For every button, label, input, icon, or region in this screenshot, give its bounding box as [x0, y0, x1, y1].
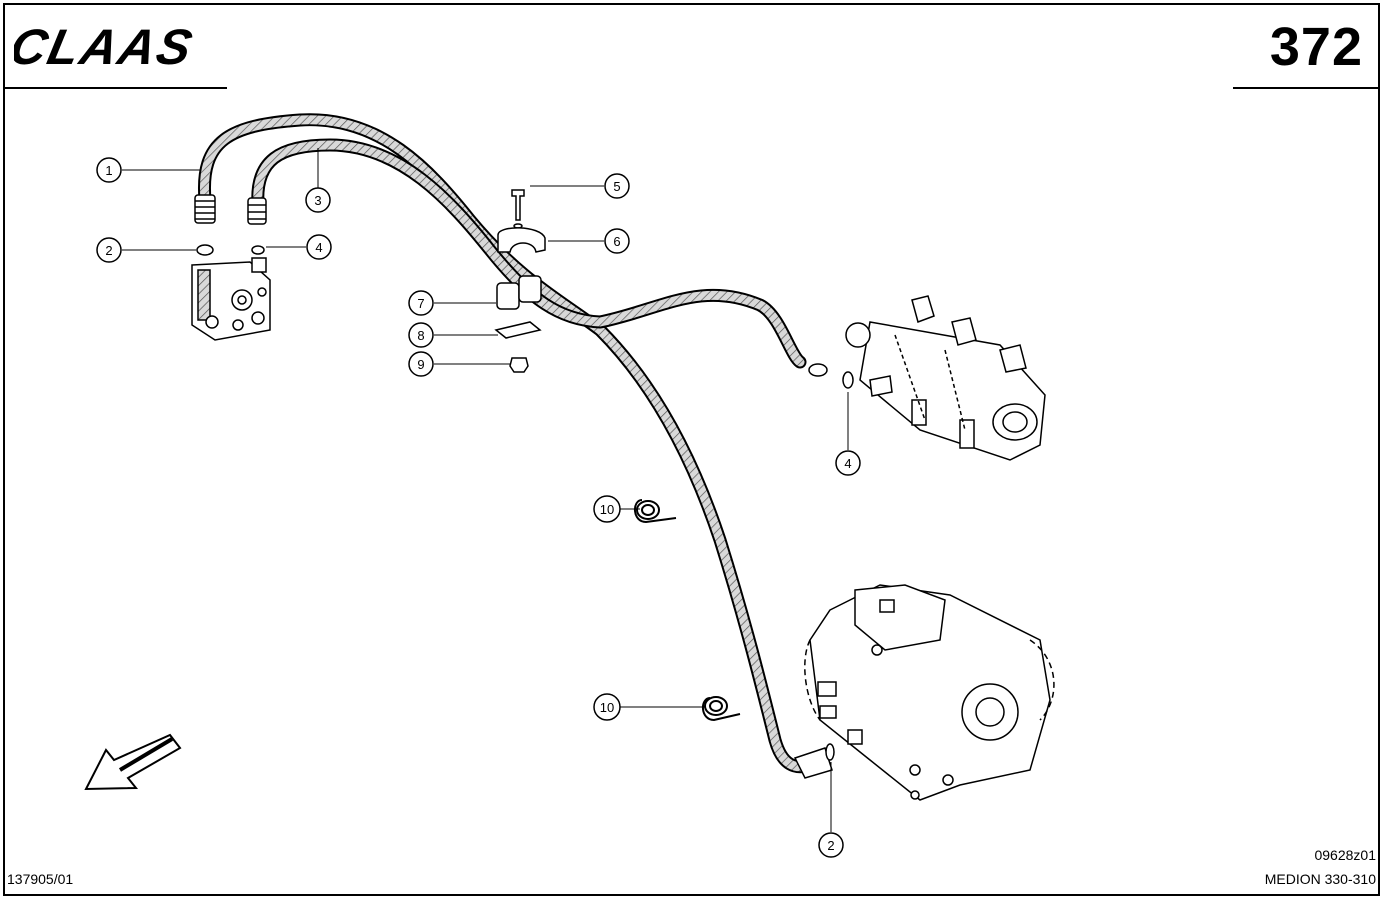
- model-name: MEDION 330-310: [1264, 871, 1376, 887]
- callout-9: 9: [408, 351, 434, 377]
- callout-3: 3: [305, 187, 331, 213]
- hose-clamp-assembly: [494, 189, 546, 373]
- callout-6: 6: [604, 228, 630, 254]
- callout-5: 5: [604, 173, 630, 199]
- svg-text:1: 1: [105, 163, 112, 178]
- callout-10-upper: 10: [593, 495, 621, 523]
- svg-text:10: 10: [600, 700, 614, 715]
- svg-text:10: 10: [600, 502, 614, 517]
- header-rule-right: [1233, 87, 1380, 89]
- figure-code: 09628z01: [1314, 847, 1376, 863]
- svg-text:4: 4: [315, 240, 322, 255]
- claas-logo-text: CLAAS: [14, 22, 199, 70]
- hose-clips: [634, 499, 741, 722]
- svg-text:9: 9: [417, 357, 424, 372]
- leader-lines: [122, 148, 849, 832]
- svg-text:4: 4: [844, 456, 851, 471]
- hose-fittings-left: [194, 194, 267, 256]
- callout-1: 1: [96, 157, 122, 183]
- svg-text:6: 6: [613, 234, 620, 249]
- svg-text:7: 7: [417, 296, 424, 311]
- svg-text:2: 2: [105, 243, 112, 258]
- direction-arrow-icon: [84, 733, 182, 791]
- gear-pump-upper: [808, 295, 1046, 461]
- drawing-frame: [3, 3, 1380, 896]
- svg-text:5: 5: [613, 179, 620, 194]
- svg-text:8: 8: [417, 328, 424, 343]
- valve-block: [191, 257, 271, 341]
- callout-7: 7: [408, 290, 434, 316]
- callout-4-right: 4: [835, 450, 861, 476]
- header-rule-left: [3, 87, 227, 89]
- callout-4-top: 4: [306, 234, 332, 260]
- svg-text:3: 3: [314, 193, 321, 208]
- document-number: 137905/01: [7, 871, 74, 887]
- callout-10-lower: 10: [593, 693, 621, 721]
- claas-logo: CLAAS: [14, 22, 199, 70]
- hydrostatic-pump-lower: [793, 584, 1055, 801]
- callout-2-top: 2: [96, 237, 122, 263]
- callout-8: 8: [408, 322, 434, 348]
- callout-2-bottom: 2: [818, 832, 844, 858]
- svg-text:2: 2: [827, 838, 834, 853]
- hose-1: [197, 113, 817, 774]
- page-number: 372: [1269, 17, 1363, 77]
